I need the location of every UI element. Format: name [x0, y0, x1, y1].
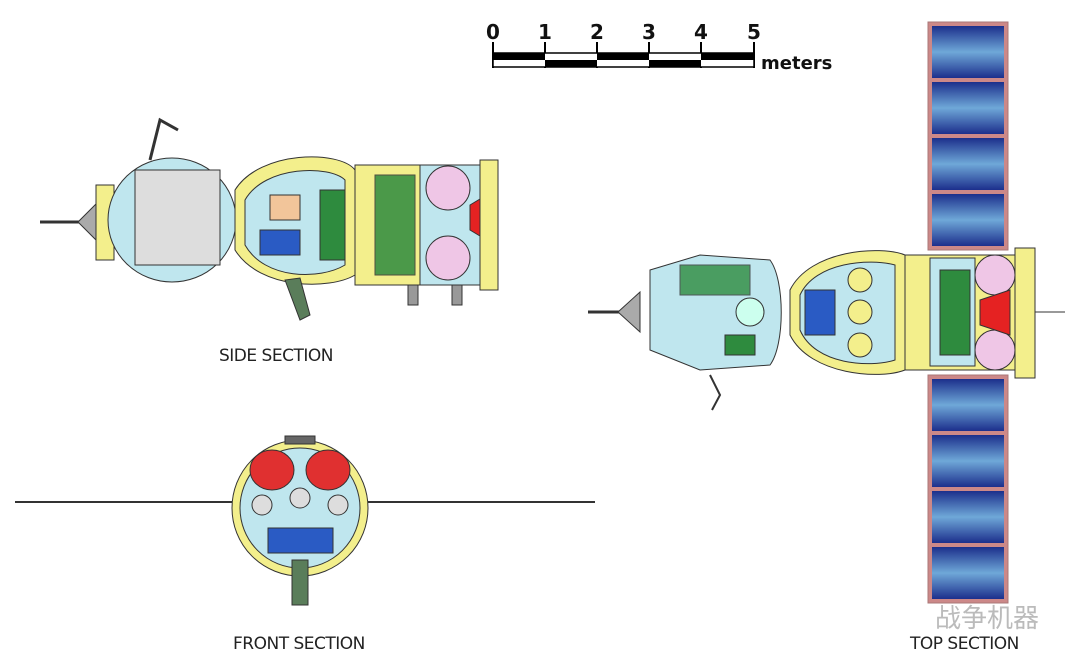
scale-unit: meters	[761, 53, 833, 74]
solar-panel-upper	[927, 21, 1009, 251]
side-section-drawing	[40, 117, 499, 321]
front-section-label: FRONT SECTION	[233, 634, 365, 654]
top-section-drawing	[588, 247, 1065, 411]
side-section-label: SIDE SECTION	[219, 346, 333, 366]
scale-tick-5: 5	[747, 20, 761, 44]
scale-tick-1: 1	[538, 20, 552, 44]
solar-panel-lower	[927, 374, 1009, 604]
scale-tick-2: 2	[590, 20, 604, 44]
scale-tick-0: 0	[486, 20, 500, 44]
scale-tick-3: 3	[642, 20, 656, 44]
watermark: 战争机器	[935, 604, 1040, 634]
scale-tick-4: 4	[694, 20, 708, 44]
front-section-drawing	[15, 435, 595, 606]
scale-bar	[492, 42, 755, 68]
top-section-label: TOP SECTION	[910, 634, 1019, 654]
